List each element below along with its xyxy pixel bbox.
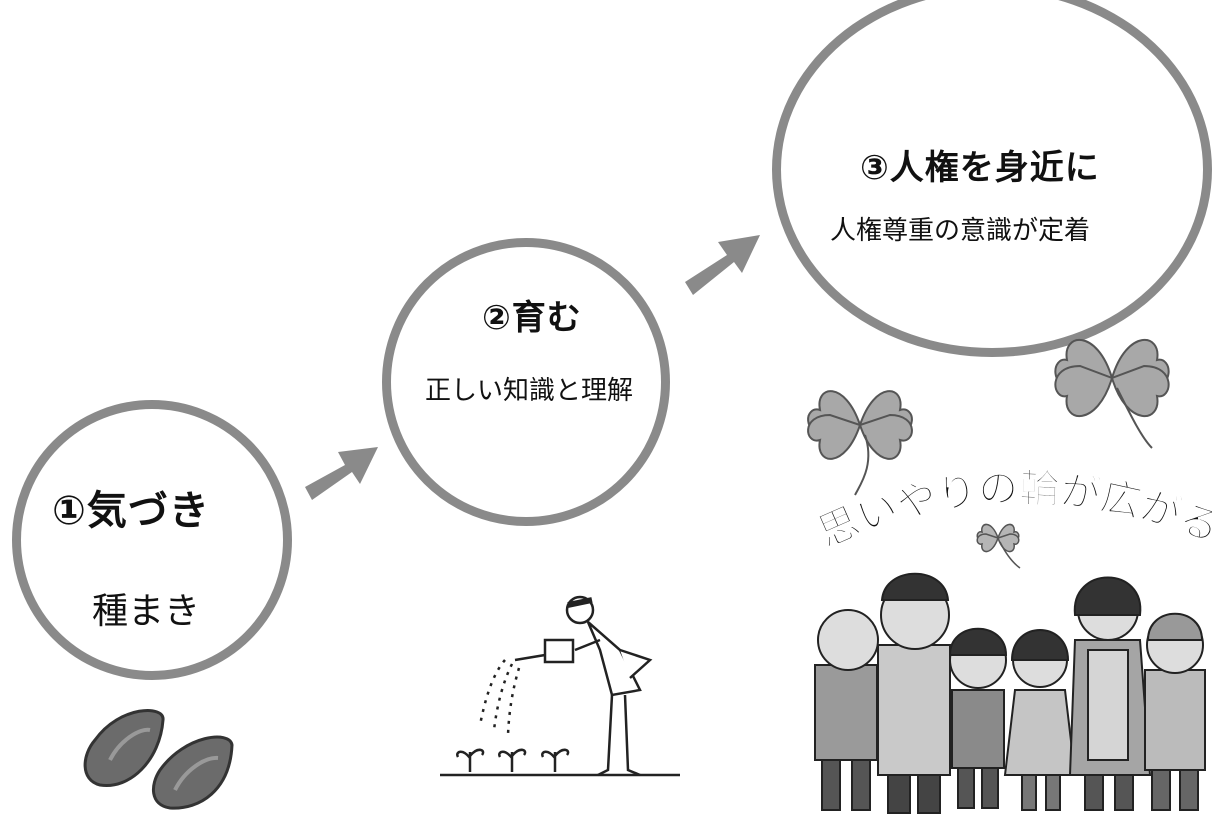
step-3-subtitle: 人権尊重の意識が定着 bbox=[830, 216, 1091, 246]
step-1-circle bbox=[12, 400, 292, 680]
step-3-title: ③人権を身近に bbox=[860, 148, 1100, 188]
clover-icon bbox=[807, 390, 913, 496]
clover-icon bbox=[1054, 338, 1170, 449]
step-2-circle bbox=[382, 238, 670, 526]
slogan-text: 思いやりの輪が広がる bbox=[811, 470, 1212, 557]
slogan-graphic: 思いやりの輪が広がる bbox=[811, 470, 1212, 557]
watering-gardener-illustration bbox=[440, 595, 680, 777]
arrow-icon bbox=[685, 235, 760, 295]
seeds-illustration bbox=[83, 709, 234, 810]
step-2-title: ②育む bbox=[482, 298, 582, 338]
step-3-circle bbox=[772, 0, 1212, 357]
slogan-textpath: 思いやりの輪が広がる bbox=[811, 470, 1212, 557]
family-group-illustration bbox=[814, 572, 1206, 814]
clover-icon bbox=[976, 523, 1021, 569]
step-1-subtitle: 種まき bbox=[92, 591, 201, 632]
step-2-subtitle: 正しい知識と理解 bbox=[425, 376, 634, 406]
step-1-title: ①気づき bbox=[52, 488, 210, 534]
arrow-icon bbox=[305, 447, 378, 500]
